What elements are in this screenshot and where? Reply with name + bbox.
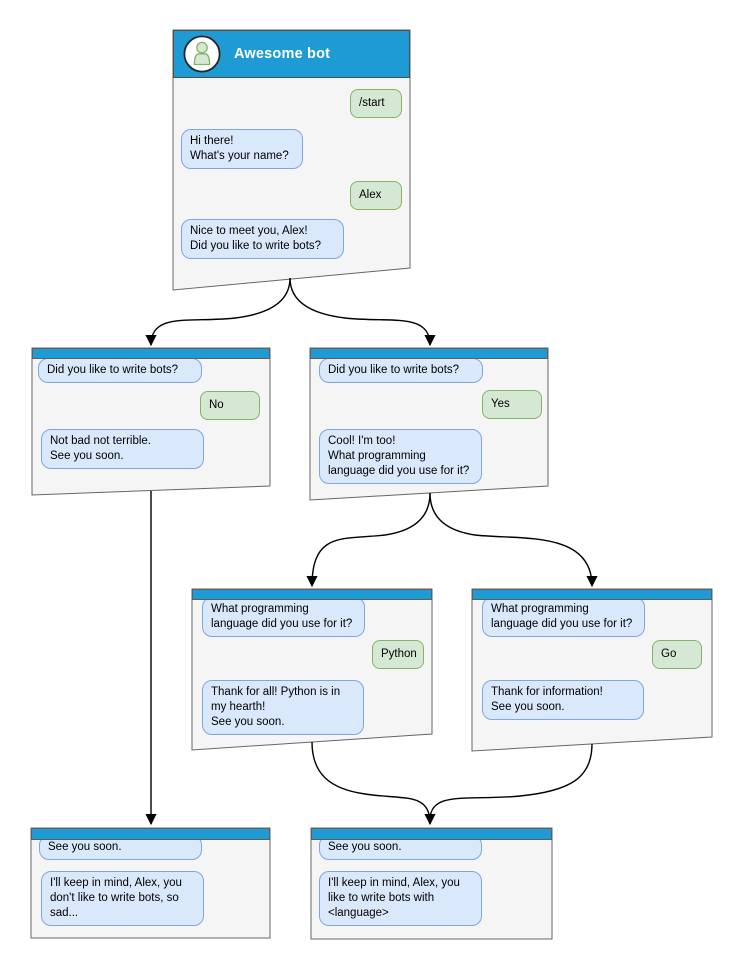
bot-message-bubble[interactable]: Did you like to write bots? [38, 358, 202, 383]
window-header-strip [310, 348, 548, 359]
bot-message-bubble[interactable]: Thank for information! See you soon. [482, 680, 644, 720]
connector-start-to-yes[interactable] [289, 277, 436, 347]
user-message-bubble[interactable]: /start [350, 89, 402, 118]
window-header-strip [32, 348, 270, 359]
window-header-strip [31, 828, 270, 840]
window-header-strip [311, 828, 552, 840]
person-icon [183, 35, 221, 73]
connector-start-to-no[interactable] [145, 277, 291, 347]
bot-message-bubble[interactable]: I'll keep in mind, Alex, you like to wri… [319, 871, 482, 926]
window-header-strip [472, 589, 712, 600]
user-message-bubble[interactable]: Alex [350, 181, 402, 210]
chat-window-header: Awesome bot [173, 30, 410, 78]
bot-message-bubble[interactable]: Not bad not terrible. See you soon. [41, 429, 204, 469]
window-header-strip [192, 589, 432, 600]
connector-python-to-end[interactable] [311, 741, 436, 826]
bot-message-bubble[interactable]: Cool! I'm too! What programming language… [319, 429, 482, 484]
user-message-bubble[interactable]: Python [372, 640, 424, 669]
bot-message-bubble[interactable]: What programming language did you use fo… [482, 597, 645, 637]
bot-message-bubble[interactable]: Nice to meet you, Alex! Did you like to … [181, 219, 344, 259]
user-message-bubble[interactable]: Go [652, 640, 702, 669]
connector-go-to-end[interactable] [429, 743, 593, 821]
user-message-bubble[interactable]: No [200, 391, 260, 420]
user-message-bubble[interactable]: Yes [482, 390, 542, 419]
bot-message-bubble[interactable]: What programming language did you use fo… [202, 597, 365, 637]
connector-yes-to-go[interactable] [429, 492, 598, 588]
bot-message-bubble[interactable]: I'll keep in mind, Alex, you don't like … [41, 871, 204, 926]
bot-message-bubble[interactable]: Did you like to write bots? [319, 358, 483, 383]
bot-message-bubble[interactable]: Thank for all! Python is in my hearth! S… [202, 680, 364, 735]
connector-yes-to-python[interactable] [306, 492, 431, 588]
bot-message-bubble[interactable]: Hi there! What's your name? [181, 129, 303, 169]
chat-window-title: Awesome bot [234, 46, 331, 62]
